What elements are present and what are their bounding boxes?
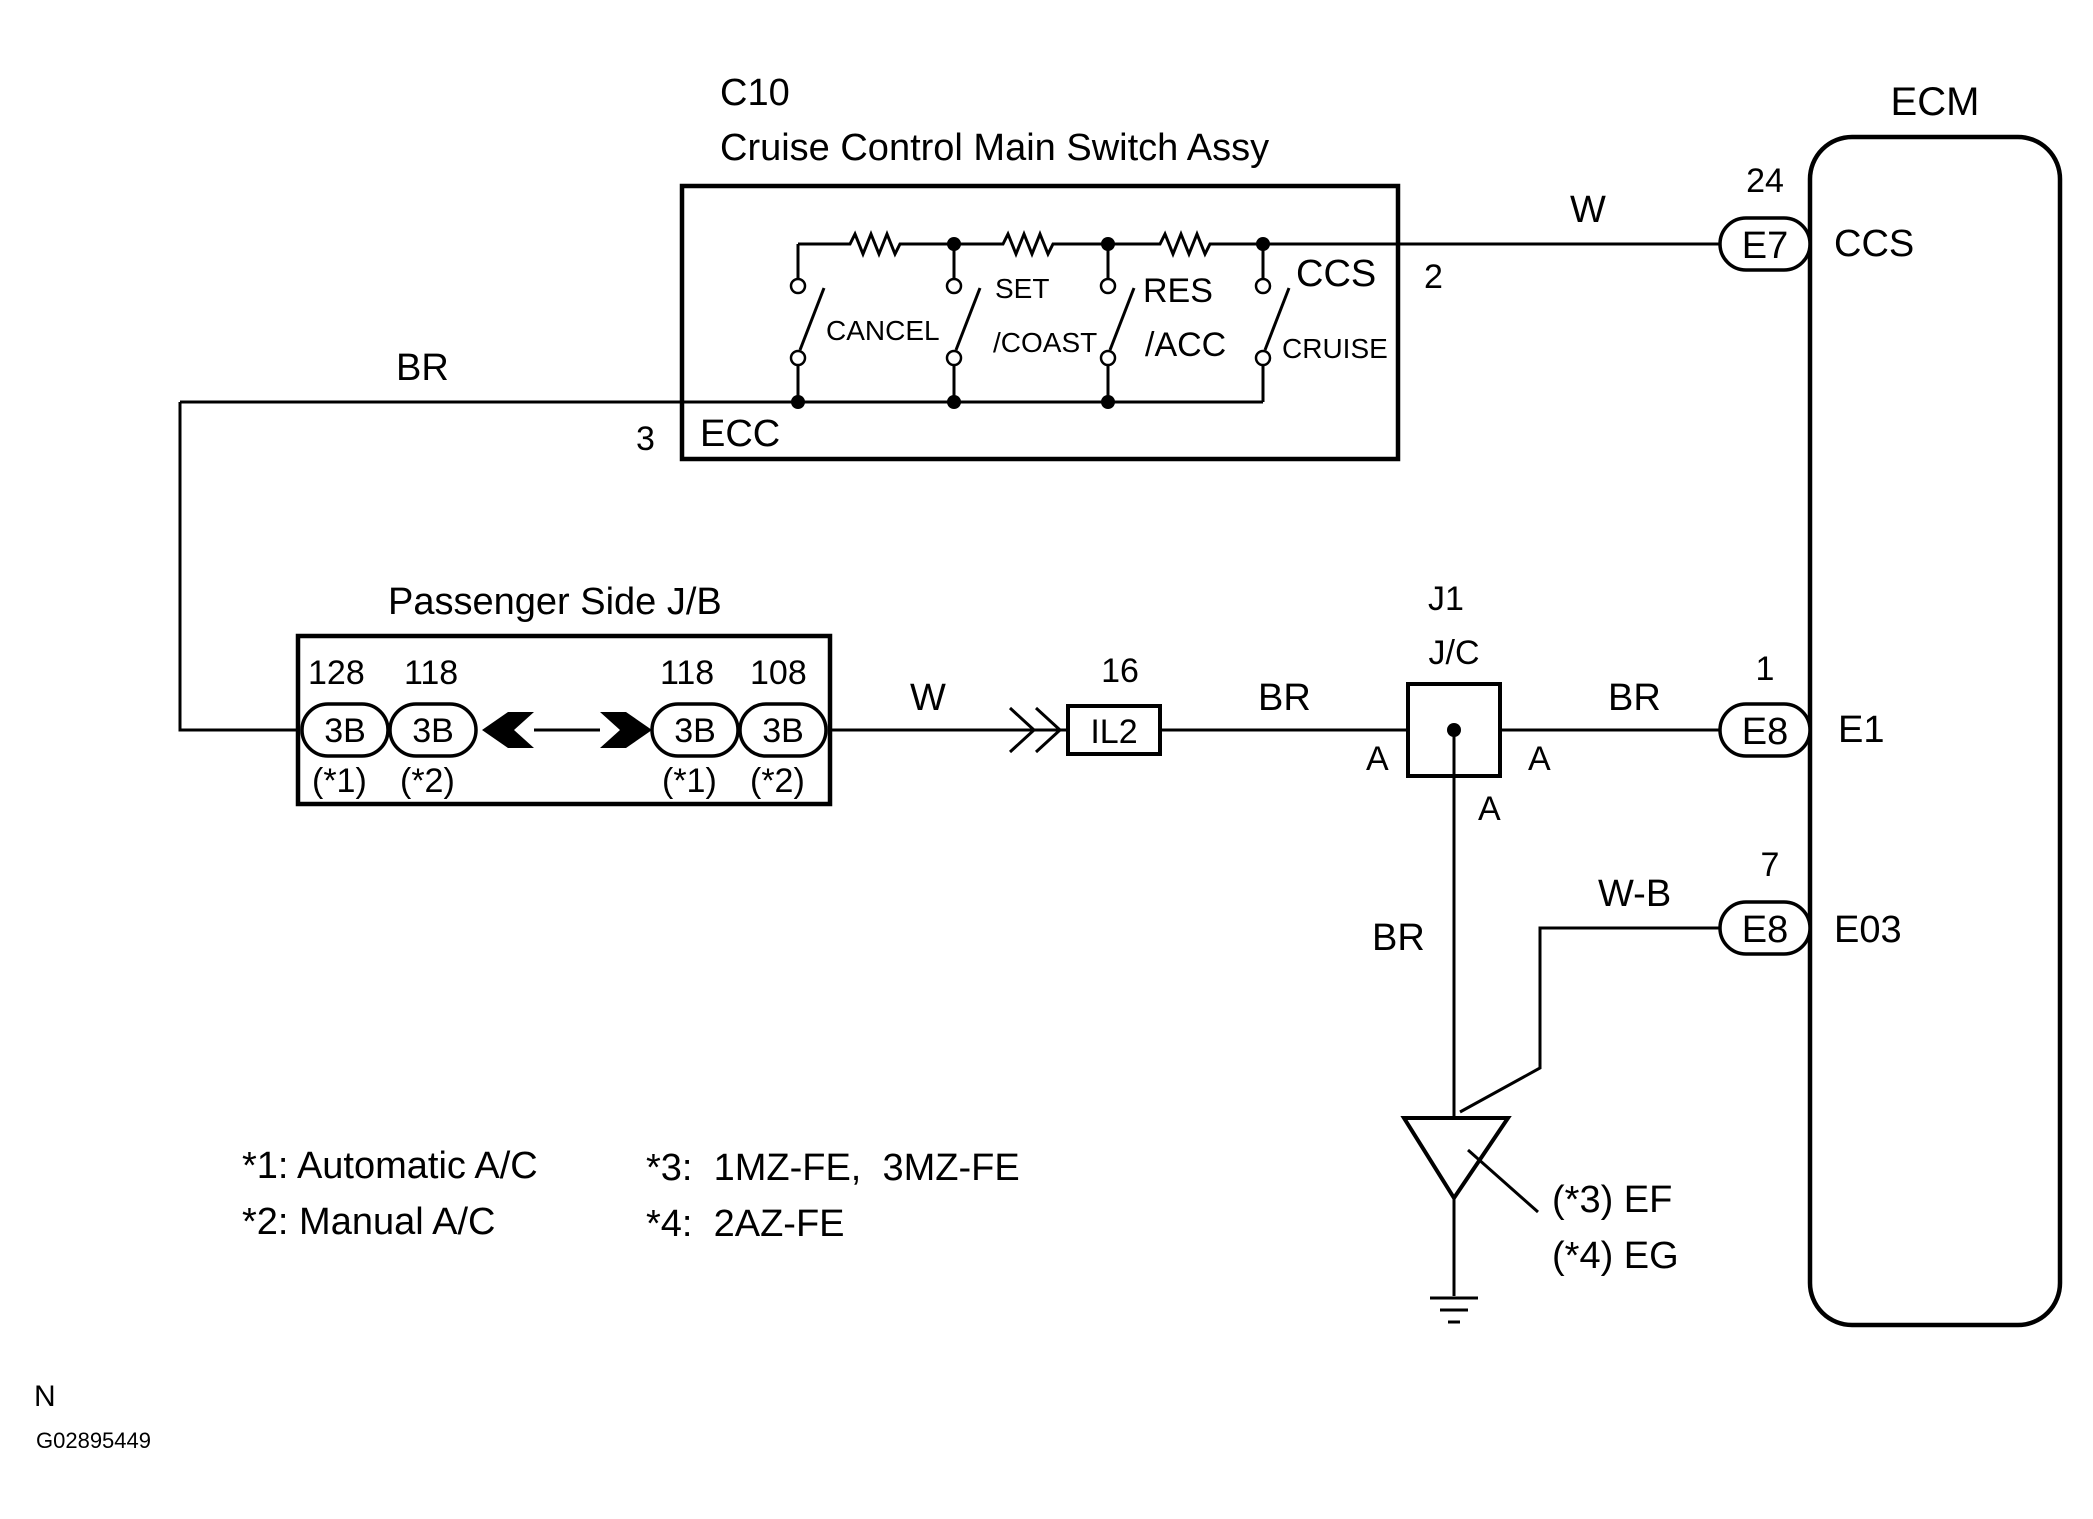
wire-color-jb-out: W (910, 677, 946, 719)
footer-code: G02895449 (36, 1428, 151, 1453)
jc-terminal-left: A (1366, 740, 1389, 778)
il2-pin: 16 (1101, 652, 1139, 690)
label-set: SET (995, 273, 1049, 304)
wire-color-e03: W-B (1598, 873, 1671, 915)
junction-block: Passenger Side J/B 128 118 118 108 3B 3B… (295, 581, 833, 807)
cruise-switch-assy: C10 Cruise Control Main Switch Assy CANC… (180, 72, 1720, 462)
jc-terminal-right: A (1528, 740, 1551, 778)
ground-label-ef: (*3) EF (1552, 1179, 1672, 1221)
jb-arrow-right (600, 712, 652, 748)
pin-ecc: 3 (636, 420, 655, 458)
ground-leader (1467, 1148, 1539, 1214)
jb-connector-4: 3B (762, 712, 804, 750)
ecm-e1-label: E1 (1838, 709, 1884, 751)
il2-name: IL2 (1090, 713, 1137, 751)
jb-connector-2: 3B (412, 712, 454, 750)
label-res: RES (1143, 272, 1213, 310)
connector-e8-e03: E8 (1742, 909, 1788, 951)
ecm-terminal-e03: E8 7 E03 (1718, 846, 1902, 956)
legend-item-1: *1: Automatic A/C (242, 1145, 538, 1187)
pin-1: 1 (1756, 650, 1775, 688)
connector-e8-e1: E8 (1742, 711, 1788, 753)
footer: N G02895449 (34, 1380, 151, 1453)
pin-24: 24 (1746, 162, 1784, 200)
jc-code: J1 (1428, 580, 1464, 618)
switch-set-coast: SET /COAST (945, 237, 1097, 409)
switch-assy-code: C10 (720, 72, 790, 114)
jb-connector-1: 3B (324, 712, 366, 750)
jb-arrow-left (482, 712, 534, 748)
label-ecc-terminal: ECC (700, 413, 780, 455)
ground-point: (*3) EF (*4) EG (1400, 1116, 1679, 1324)
jb-pin-128: 128 (308, 654, 365, 692)
legend-item-2: *2: Manual A/C (242, 1201, 495, 1243)
pin-7: 7 (1761, 846, 1780, 884)
wire-color-jc-out: BR (1608, 677, 1661, 719)
junction-connector-j1: J1 J/C A A A (1366, 580, 1551, 828)
legend-item-4: *4: 2AZ-FE (646, 1203, 845, 1245)
switch-top-rail (798, 229, 1720, 259)
wire-color-il2-out: BR (1258, 677, 1311, 719)
jb-note-2: (*2) (400, 762, 455, 800)
connector-e7: E7 (1742, 225, 1788, 267)
jb-pin-118-left: 118 (404, 654, 458, 692)
pin-ccs: 2 (1424, 258, 1443, 296)
switch-cancel: CANCEL (789, 244, 940, 409)
il2-chevron-icon (1008, 706, 1063, 754)
jb-connector-3: 3B (674, 712, 716, 750)
jb-note-3: (*1) (662, 762, 717, 800)
ecm-ccs-label: CCS (1834, 223, 1914, 265)
label-acc: /ACC (1145, 326, 1226, 364)
label-ccs-terminal: CCS (1296, 253, 1376, 295)
ecm-e03-label: E03 (1834, 909, 1902, 951)
wire-ecc (178, 402, 298, 732)
ecm-terminal-e1: E8 1 E1 (1718, 650, 1884, 758)
label-cruise: CRUISE (1282, 333, 1388, 364)
legend: *1: Automatic A/C *2: Manual A/C *3: 1MZ… (242, 1145, 1020, 1245)
jb-pin-118-right: 118 (660, 654, 714, 692)
ground-label-eg: (*4) EG (1552, 1235, 1679, 1277)
jb-note-1: (*1) (312, 762, 367, 800)
jb-note-4: (*2) (750, 762, 805, 800)
label-cancel: CANCEL (826, 315, 940, 346)
jc-name: J/C (1429, 634, 1480, 672)
ecm-title: ECM (1891, 80, 1980, 124)
switch-res-acc: RES /ACC (1099, 237, 1226, 409)
legend-item-3: *3: 1MZ-FE, 3MZ-FE (646, 1147, 1020, 1189)
ecm-terminal-ccs: E7 24 CCS (1718, 162, 1914, 272)
ground-triangle-icon (1400, 1116, 1512, 1202)
inline-connector-il2: IL2 16 (1008, 652, 1162, 756)
switch-assy-name: Cruise Control Main Switch Assy (720, 127, 1269, 169)
wire-e03 (1459, 926, 1720, 1114)
switch-cruise: CRUISE (1254, 237, 1388, 402)
jc-terminal-bottom: A (1478, 790, 1501, 828)
wires: BR W W BR BR BR W-B (178, 189, 1720, 1118)
wire-color-jc-down: BR (1372, 917, 1425, 959)
ecm-unit: ECM (1807, 80, 2063, 1328)
label-coast: /COAST (993, 327, 1097, 358)
footer-letter: N (34, 1380, 56, 1413)
wire-color-ccs: W (1570, 189, 1606, 231)
jb-pin-108: 108 (750, 654, 807, 692)
jb-title: Passenger Side J/B (388, 581, 722, 623)
wire-color-ecc: BR (396, 347, 449, 389)
